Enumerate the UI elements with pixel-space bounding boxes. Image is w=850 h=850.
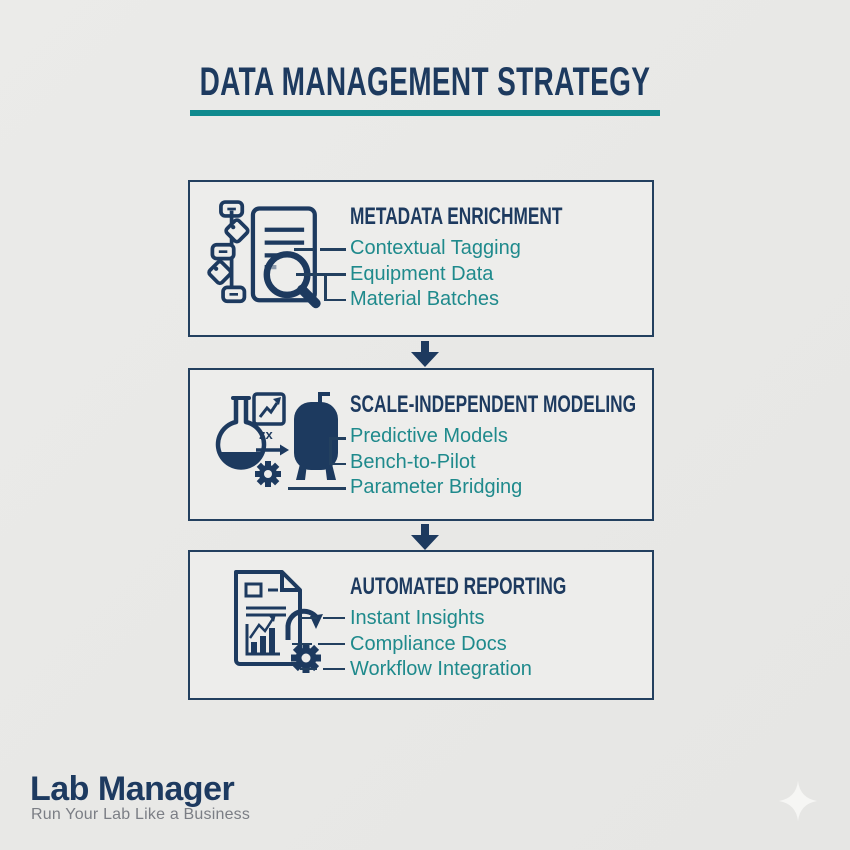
section-item: Parameter Bridging [350,476,523,498]
connector-line [329,462,346,465]
section-item: Compliance Docs [350,632,507,655]
section-heading: AUTOMATED REPORTING [350,573,567,600]
report-refresh-gear-icon [214,566,334,683]
connector-line [324,273,327,301]
section-item: Equipment Data [350,262,494,285]
brand-logo: Lab Manager [30,770,235,808]
section-item: Instant Insights [350,607,485,629]
connector-line [323,616,345,619]
document-search-tags-icon [206,194,334,325]
section-item: Workflow Integration [350,658,532,680]
connector-line [324,298,346,301]
section-item-list: Predictive Models Bench-to-Pilot Paramet… [350,424,747,501]
section-item: Material Batches [350,288,499,310]
connector-line [296,273,346,276]
connector-line [329,437,332,465]
section-metadata-enrichment: METADATA ENRICHMENT Contextual Tagging E… [188,180,654,337]
title-underline [190,110,660,116]
connector-line [323,667,345,670]
svg-text:zx: zx [259,427,274,442]
connector-line [318,642,345,645]
down-arrow-icon [409,341,441,367]
connector-line [288,487,346,490]
connector-line [294,248,314,251]
section-item: Predictive Models [350,425,508,447]
down-arrow-icon [409,524,441,550]
section-item-list: Instant Insights Compliance Docs Workflo… [350,606,650,683]
connector-line [292,642,312,645]
section-scale-independent-modeling: zx SCALE-INDEPENDENT MODELIN [188,368,654,521]
section-item: Bench-to-Pilot [350,450,476,473]
section-item: Contextual Tagging [350,237,521,259]
flask-reactor-chart-icon: zx [204,392,344,497]
connector-line [329,437,346,440]
header: DATA MANAGEMENT STRATEGY [0,60,850,105]
section-automated-reporting: AUTOMATED REPORTING Instant Insights Com… [188,550,654,700]
connector-line [320,248,346,251]
section-heading: SCALE-INDEPENDENT MODELING [350,391,637,418]
connector-line [300,616,317,619]
page-title: DATA MANAGEMENT STRATEGY [199,60,651,104]
sparkle-icon [776,779,820,828]
section-heading: METADATA ENRICHMENT [350,203,563,230]
brand-tagline: Run Your Lab Like a Business [31,806,251,823]
connector-line [300,667,317,670]
section-item-list: Contextual Tagging Equipment Data Materi… [350,236,645,313]
